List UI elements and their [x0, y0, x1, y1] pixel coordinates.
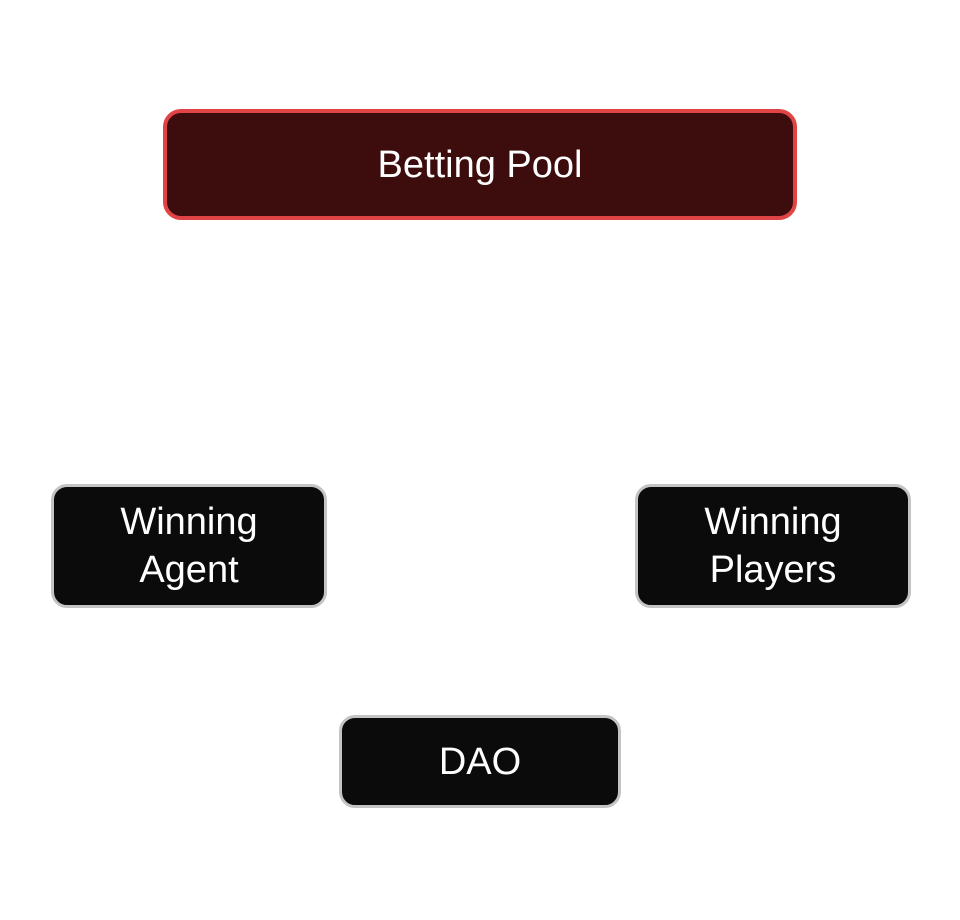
betting-pool-node: Betting Pool [163, 109, 797, 220]
winning-players-label-line2: Players [709, 549, 837, 591]
dao-label: DAO [438, 740, 522, 783]
betting-pool-label: Betting Pool [377, 143, 583, 186]
winning-agent-label-line2: Agent [139, 549, 239, 591]
winning-agent-label: Winning Agent [120, 498, 257, 594]
winning-players-label: Winning Players [704, 498, 841, 594]
winning-agent-node: Winning Agent [51, 484, 327, 608]
winning-players-node: Winning Players [635, 484, 911, 608]
dao-node: DAO [339, 715, 621, 808]
winning-agent-label-line1: Winning [120, 501, 258, 543]
winning-players-label-line1: Winning [704, 501, 842, 543]
